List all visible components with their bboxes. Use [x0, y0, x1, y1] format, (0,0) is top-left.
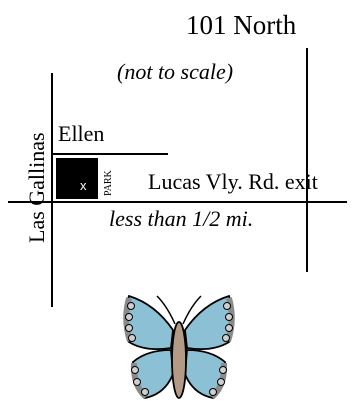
- exit-label: Lucas Vly. Rd. exit: [148, 169, 318, 194]
- park-label: PARK: [103, 170, 114, 196]
- highway-label: 101 North: [186, 10, 297, 40]
- location-marker: x: [80, 178, 87, 193]
- distance-label: less than 1/2 mi.: [109, 206, 254, 231]
- butterfly-icon: [123, 294, 235, 400]
- street-label-las-gallinas: Las Gallinas: [24, 132, 49, 243]
- scale-note: (not to scale): [117, 59, 234, 84]
- street-label-ellen: Ellen: [58, 121, 105, 146]
- location-block: [56, 158, 98, 199]
